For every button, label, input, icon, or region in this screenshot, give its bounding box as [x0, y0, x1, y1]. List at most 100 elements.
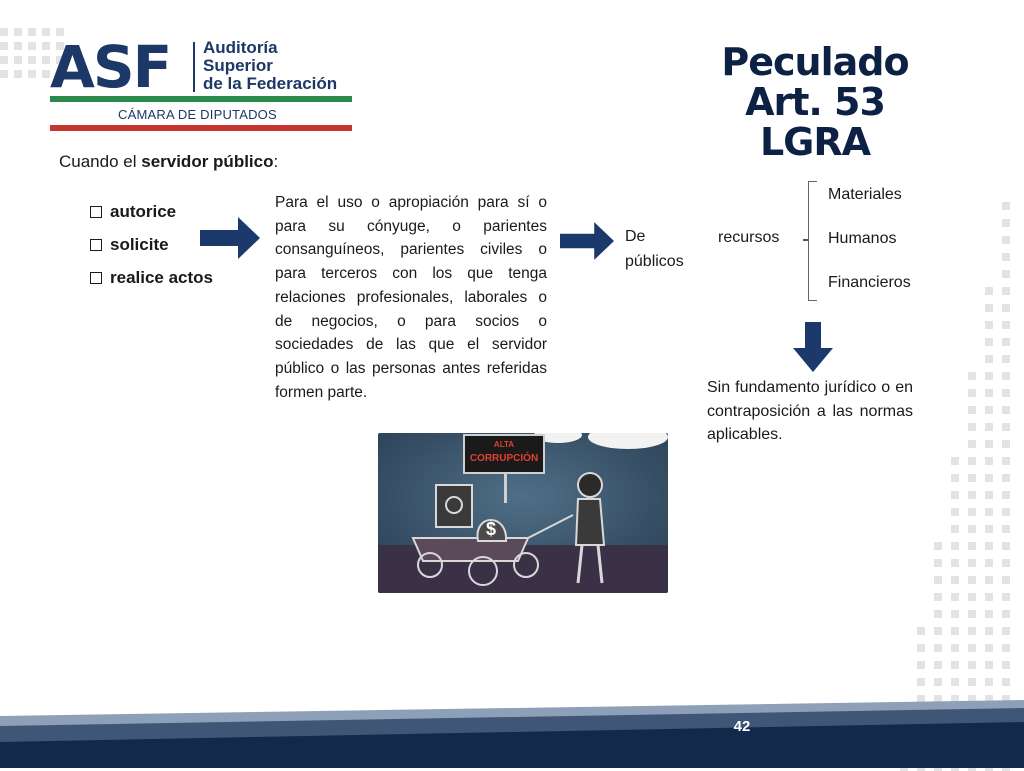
- decorative-dot: [951, 678, 959, 686]
- list-item: autorice: [90, 195, 213, 228]
- decorative-dot: [985, 474, 993, 482]
- resources-recursos: recursos: [718, 229, 780, 246]
- asf-logo: ASF Auditoría Superior de la Federación …: [0, 0, 360, 140]
- logo-chamber: CÁMARA DE DIPUTADOS: [118, 107, 277, 122]
- decorative-dot: [968, 406, 976, 414]
- decorative-dot: [917, 661, 925, 669]
- decorative-dot: [1002, 406, 1010, 414]
- decorative-dot: [42, 56, 50, 64]
- decorative-dot: [28, 28, 36, 36]
- list-item: solicite: [90, 228, 213, 261]
- title-line3: LGRA: [759, 120, 871, 164]
- decorative-dot: [1002, 457, 1010, 465]
- resources-de: De: [625, 228, 646, 245]
- decorative-dot: [951, 474, 959, 482]
- decorative-dot: [968, 423, 976, 431]
- resource-type: Financieros: [828, 274, 911, 291]
- decorative-dot: [985, 593, 993, 601]
- slide-title: Peculado Art. 53 LGRA: [690, 42, 940, 162]
- decorative-dot: [0, 70, 8, 78]
- decorative-dot: [951, 491, 959, 499]
- decorative-dot: [951, 661, 959, 669]
- decorative-dot: [968, 695, 976, 703]
- decorative-dot: [1002, 678, 1010, 686]
- conclusion-text: Sin fundamento jurídico o en contraposic…: [707, 379, 913, 443]
- decorative-dot: [985, 372, 993, 380]
- list-item-label: solicite: [110, 234, 169, 254]
- decorative-dot: [968, 661, 976, 669]
- decorative-dot: [42, 70, 50, 78]
- right-arrow-icon: [560, 222, 614, 260]
- checkbox-bullet-icon: [90, 271, 102, 284]
- decorative-dot: [1002, 576, 1010, 584]
- decorative-dot: [1002, 355, 1010, 363]
- decorative-dot: [0, 28, 8, 36]
- decorative-dot-grid-top-left: [0, 28, 70, 88]
- decorative-dot: [1002, 610, 1010, 618]
- decorative-dot: [951, 695, 959, 703]
- bracket-icon: [808, 181, 817, 301]
- decorative-dot: [1002, 559, 1010, 567]
- decorative-dot: [0, 42, 8, 50]
- logo-name: Auditoría Superior de la Federación: [203, 39, 337, 93]
- decorative-dot: [28, 42, 36, 50]
- decorative-dot: [28, 70, 36, 78]
- decorative-dot: [985, 661, 993, 669]
- decorative-dot: [985, 678, 993, 686]
- sign-line2: CORRUPCIÓN: [470, 451, 538, 464]
- decorative-dot: [28, 56, 36, 64]
- decorative-dot: [934, 644, 942, 652]
- decorative-dot: [934, 610, 942, 618]
- decorative-dot: [985, 627, 993, 635]
- decorative-dot: [985, 440, 993, 448]
- decorative-dot: [985, 338, 993, 346]
- decorative-dot: [1002, 423, 1010, 431]
- decorative-dot: [1002, 695, 1010, 703]
- decorative-dot: [1002, 372, 1010, 380]
- decorative-dot: [985, 304, 993, 312]
- decorative-dot: [968, 576, 976, 584]
- logo-name-line1: Auditoría: [203, 38, 278, 57]
- decorative-dot: [985, 457, 993, 465]
- brace-connector: [803, 239, 809, 241]
- decorative-dot: [985, 542, 993, 550]
- logo-separator: [193, 42, 195, 92]
- decorative-dot: [14, 28, 22, 36]
- decorative-dot: [985, 525, 993, 533]
- decorative-dot: [56, 42, 64, 50]
- logo-name-line3: de la Federación: [203, 74, 338, 93]
- decorative-dot: [968, 627, 976, 635]
- decorative-dot: [951, 525, 959, 533]
- decorative-dot: [1002, 389, 1010, 397]
- decorative-dot: [42, 42, 50, 50]
- decorative-dot: [934, 542, 942, 550]
- decorative-dot: [1002, 287, 1010, 295]
- decorative-dot: [951, 508, 959, 516]
- intro-text: Cuando el servidor público:: [59, 152, 278, 172]
- action-list: autorice solicite realice actos: [90, 195, 213, 294]
- decorative-dot: [14, 56, 22, 64]
- decorative-dot: [42, 28, 50, 36]
- decorative-dot-grid-right: [900, 100, 1024, 771]
- decorative-dot: [985, 389, 993, 397]
- decorative-dot: [968, 542, 976, 550]
- decorative-dot: [968, 440, 976, 448]
- decorative-dot: [951, 593, 959, 601]
- decorative-dot: [917, 644, 925, 652]
- footer-band: [0, 700, 1024, 768]
- decorative-dot: [1002, 661, 1010, 669]
- logo-acronym: ASF: [50, 33, 172, 101]
- decorative-dot: [0, 56, 8, 64]
- logo-name-line2: Superior: [203, 56, 273, 75]
- decorative-dot: [951, 457, 959, 465]
- decorative-dot: [14, 70, 22, 78]
- decorative-dot: [951, 627, 959, 635]
- decorative-dot: [1002, 236, 1010, 244]
- decorative-dot: [1002, 202, 1010, 210]
- decorative-dot: [985, 508, 993, 516]
- decorative-dot: [917, 627, 925, 635]
- decorative-dot: [968, 474, 976, 482]
- decorative-dot: [985, 559, 993, 567]
- decorative-dot: [968, 508, 976, 516]
- decorative-dot: [985, 491, 993, 499]
